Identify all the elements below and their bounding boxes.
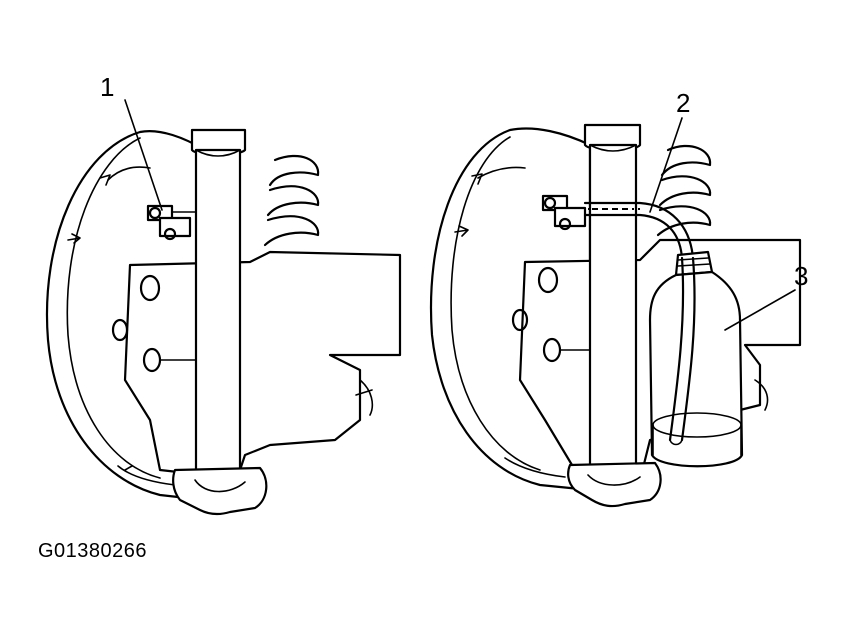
- right-brake-assembly: 2 3: [429, 88, 808, 508]
- right-coil-spring: [656, 144, 712, 237]
- callout-3-leader: [724, 289, 796, 331]
- callout-1: 1: [100, 72, 114, 102]
- right-bleeder-valve: [541, 194, 587, 231]
- callout-3: 3: [794, 261, 808, 291]
- left-brake-assembly: 1: [45, 72, 402, 516]
- left-axle-housing: [123, 250, 402, 477]
- catch-bottle: [648, 250, 744, 468]
- callout-2: 2: [676, 88, 690, 118]
- callout-1-leader: [124, 99, 163, 211]
- figure-id: G01380266: [38, 540, 148, 562]
- left-coil-spring: [263, 155, 320, 247]
- callout-2-leader: [649, 117, 683, 213]
- left-bleeder-valve: [146, 204, 196, 241]
